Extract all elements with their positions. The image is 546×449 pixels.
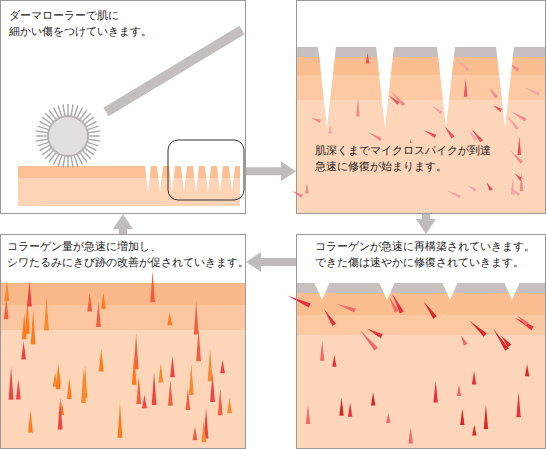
- flow-arrow: [246, 167, 286, 175]
- flow-arrow: [119, 224, 127, 234]
- panel-1-art: [18, 30, 244, 206]
- panel-4-art: [1, 271, 245, 448]
- step-caption: コラーゲンが急速に再構築されていきます。 できた傷は速やかに修復されていきます。: [315, 239, 535, 271]
- step-panel: コラーゲンが急速に再構築されていきます。 できた傷は速やかに修復されていきます。: [296, 234, 546, 449]
- step-caption: コラーゲン量が急速に増加し、 シワたるみにきび跡の改善が促されていきます。: [7, 239, 249, 270]
- panel-2-art: [292, 46, 545, 213]
- flow-arrow: [256, 258, 296, 266]
- step-panel: 肌深くまでマイクロスパイクが到達 急速に修復が始まります。: [296, 0, 546, 214]
- step-caption: 肌深くまでマイクロスパイクが到達 急速に修復が始まります。: [313, 143, 493, 175]
- step-caption: ダーマローラーで肌に 細かい傷をつけていきます。: [9, 8, 152, 40]
- flow-arrow: [422, 214, 430, 224]
- step-panel: コラーゲン量が急速に増加し、 シワたるみにきび跡の改善が促されていきます。: [0, 234, 246, 449]
- panel-3-art: [287, 282, 545, 448]
- step-panel: ダーマローラーで肌に 細かい傷をつけていきます。: [0, 0, 246, 214]
